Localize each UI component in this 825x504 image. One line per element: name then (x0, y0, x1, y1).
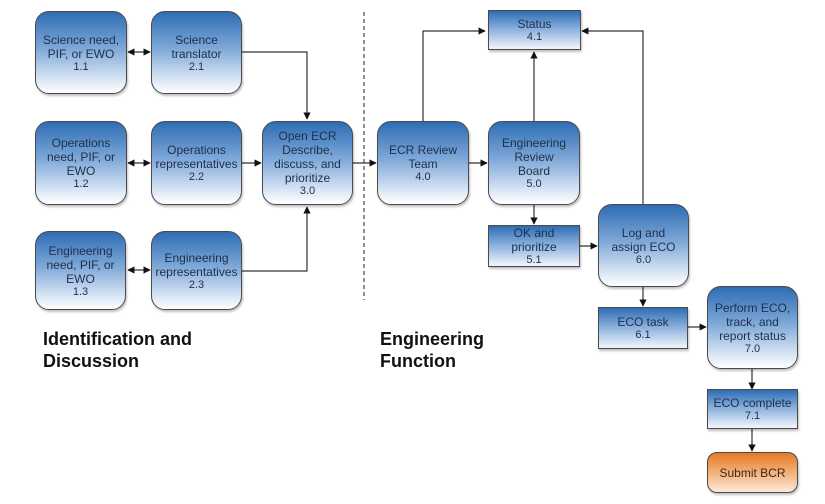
node-label: Engineering representatives (155, 250, 238, 279)
node-label: Status (517, 17, 552, 31)
node-id: 2.3 (188, 278, 205, 291)
node-eco-task[interactable]: ECO task 6.1 (598, 307, 688, 349)
node-id: 5.0 (526, 178, 542, 190)
node-id: 2.2 (188, 171, 205, 183)
node-label: ECO task (617, 315, 669, 329)
node-label: ECR Review Team (388, 143, 457, 171)
section-heading-engineering: Engineering Function (380, 329, 485, 371)
node-label: Engineering Review Board (501, 136, 567, 178)
node-engineering-review-board[interactable]: Engineering Review Board 5.0 (488, 121, 580, 205)
node-label: Open ECR Describe, discuss, and prioriti… (274, 129, 341, 185)
node-operations-need[interactable]: Operations need, PIF, or EWO 1.2 (35, 121, 127, 205)
node-id: 7.1 (744, 410, 761, 422)
node-label: Log and assign ECO (611, 225, 676, 254)
node-id: 3.0 (299, 185, 316, 197)
node-label: Operations representatives (155, 143, 238, 171)
node-label: Science need, PIF, or EWO (42, 32, 120, 61)
node-id: 4.0 (415, 171, 431, 183)
node-label: Perform ECO, track, and report status (714, 300, 791, 343)
node-engineering-representatives[interactable]: Engineering representatives 2.3 (151, 231, 242, 310)
node-id: 5.1 (526, 254, 542, 266)
node-label: Science translator (171, 32, 222, 61)
node-ok-and-prioritize[interactable]: OK and prioritize 5.1 (488, 225, 580, 267)
node-science-translator[interactable]: Science translator 2.1 (151, 11, 242, 94)
node-id: 1.2 (73, 178, 89, 190)
node-label: Submit BCR (719, 465, 786, 480)
node-id: 1.1 (73, 60, 89, 73)
node-label: Engineering need, PIF, or EWO (46, 243, 115, 286)
node-status[interactable]: Status 4.1 (488, 10, 581, 50)
node-engineering-need[interactable]: Engineering need, PIF, or EWO 1.3 (35, 231, 126, 310)
node-label: ECO complete (713, 396, 792, 410)
node-submit-bcr[interactable]: Submit BCR (707, 452, 798, 493)
node-perform-eco[interactable]: Perform ECO, track, and report status 7.… (707, 286, 798, 369)
node-log-and-assign-eco[interactable]: Log and assign ECO 6.0 (598, 204, 689, 287)
node-label: Operations need, PIF, or EWO (46, 136, 116, 178)
node-label: OK and prioritize (511, 226, 557, 254)
connector-2.3-3.0 (242, 206, 311, 272)
node-id: 6.1 (635, 329, 651, 341)
node-id: 1.3 (72, 285, 89, 298)
node-id: 4.1 (526, 31, 543, 43)
node-science-need[interactable]: Science need, PIF, or EWO 1.1 (35, 11, 127, 94)
node-ecr-review-team[interactable]: ECR Review Team 4.0 (377, 121, 469, 205)
connector-2.1-3.0 (242, 51, 311, 120)
node-id: 7.0 (744, 342, 761, 355)
node-eco-complete[interactable]: ECO complete 7.1 (707, 389, 798, 429)
node-id: 2.1 (188, 60, 205, 73)
node-operations-representatives[interactable]: Operations representatives 2.2 (151, 121, 242, 205)
node-open-ecr[interactable]: Open ECR Describe, discuss, and prioriti… (262, 121, 353, 205)
node-id: 6.0 (635, 253, 652, 266)
connector-6.0-4.1 (581, 27, 644, 204)
section-heading-identification: Identification and Discussion (43, 329, 193, 371)
connector-4.0-4.1 (422, 27, 486, 121)
